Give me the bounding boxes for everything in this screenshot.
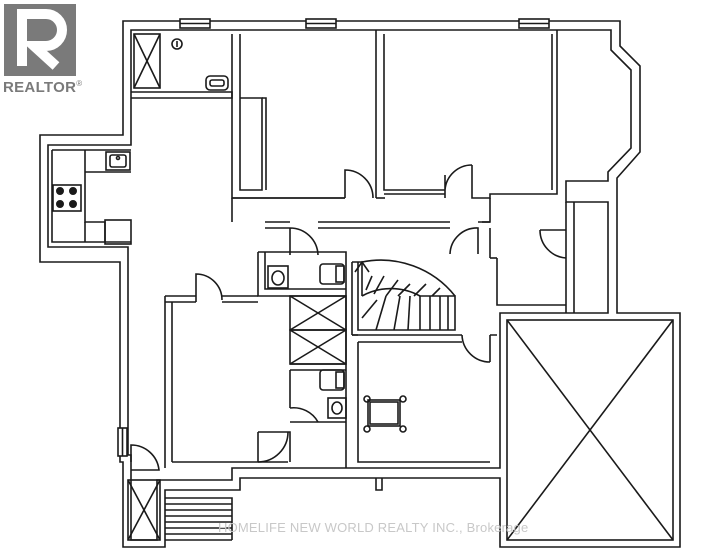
door-bathroom	[289, 406, 319, 423]
bedroom-1-walls	[231, 34, 345, 199]
realtor-brand-name: REALTOR	[3, 79, 77, 96]
door-bedroom-1	[344, 169, 374, 199]
bathroom-toilet-1	[319, 263, 345, 285]
brokerage-watermark: HOMELIFE NEW WORLD REALTY INC., Brokerag…	[218, 520, 529, 535]
bedroom-3-walls	[164, 295, 258, 468]
closet-top-left	[133, 33, 161, 89]
realtor-logo: REALTOR®	[0, 0, 90, 100]
door-bedroom-2	[444, 164, 473, 198]
stairs-bottom	[165, 497, 233, 540]
door-bedroom-4	[461, 334, 497, 363]
stairs	[351, 262, 456, 335]
bathroom-sink-2	[327, 397, 347, 419]
bathroom-sink-1	[267, 265, 289, 289]
door-hall-1	[289, 227, 319, 256]
bedroom-4-walls	[352, 334, 491, 463]
kitchen-sink	[105, 151, 131, 171]
toilet-top	[205, 75, 229, 91]
kitchen-counter	[51, 149, 131, 243]
exterior-wall-inner	[47, 29, 632, 541]
door-bedroom-3	[195, 273, 223, 302]
fridge	[104, 219, 132, 245]
door-right-utility	[539, 229, 567, 259]
bathroom-toilet-2	[319, 369, 345, 391]
realtor-logo-mark	[4, 4, 76, 76]
realtor-registered-mark: ®	[76, 79, 83, 88]
garage	[506, 319, 674, 541]
bedroom-4-bed	[367, 399, 401, 427]
door-bottom-left	[130, 444, 160, 471]
closet-bottom-left	[127, 479, 161, 541]
exterior-wall-outer	[39, 20, 681, 548]
hallway-wall	[231, 198, 491, 223]
bedroom-2-walls	[375, 30, 445, 198]
door-hall-2	[449, 227, 479, 255]
stove	[52, 184, 82, 212]
realtor-logo-text: REALTOR®	[3, 79, 82, 96]
floor-drain	[171, 38, 183, 50]
door-bedroom-3b	[257, 431, 289, 463]
